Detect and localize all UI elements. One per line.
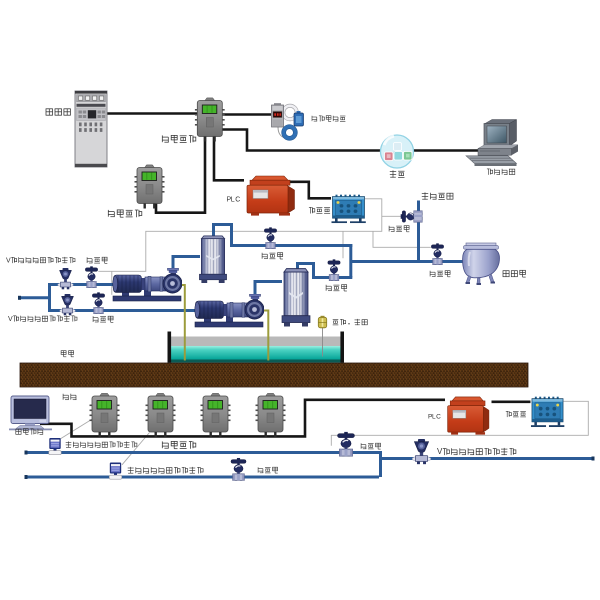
svg-text:V: V	[437, 447, 443, 456]
svg-text:C: C	[235, 196, 240, 203]
svg-text:C: C	[436, 414, 441, 421]
svg-text:V: V	[8, 316, 13, 323]
svg-text:V: V	[6, 257, 11, 264]
svg-text:P: P	[227, 196, 232, 203]
svg-text:L: L	[432, 414, 436, 421]
svg-text:L: L	[231, 196, 235, 203]
svg-text:P: P	[428, 414, 432, 421]
